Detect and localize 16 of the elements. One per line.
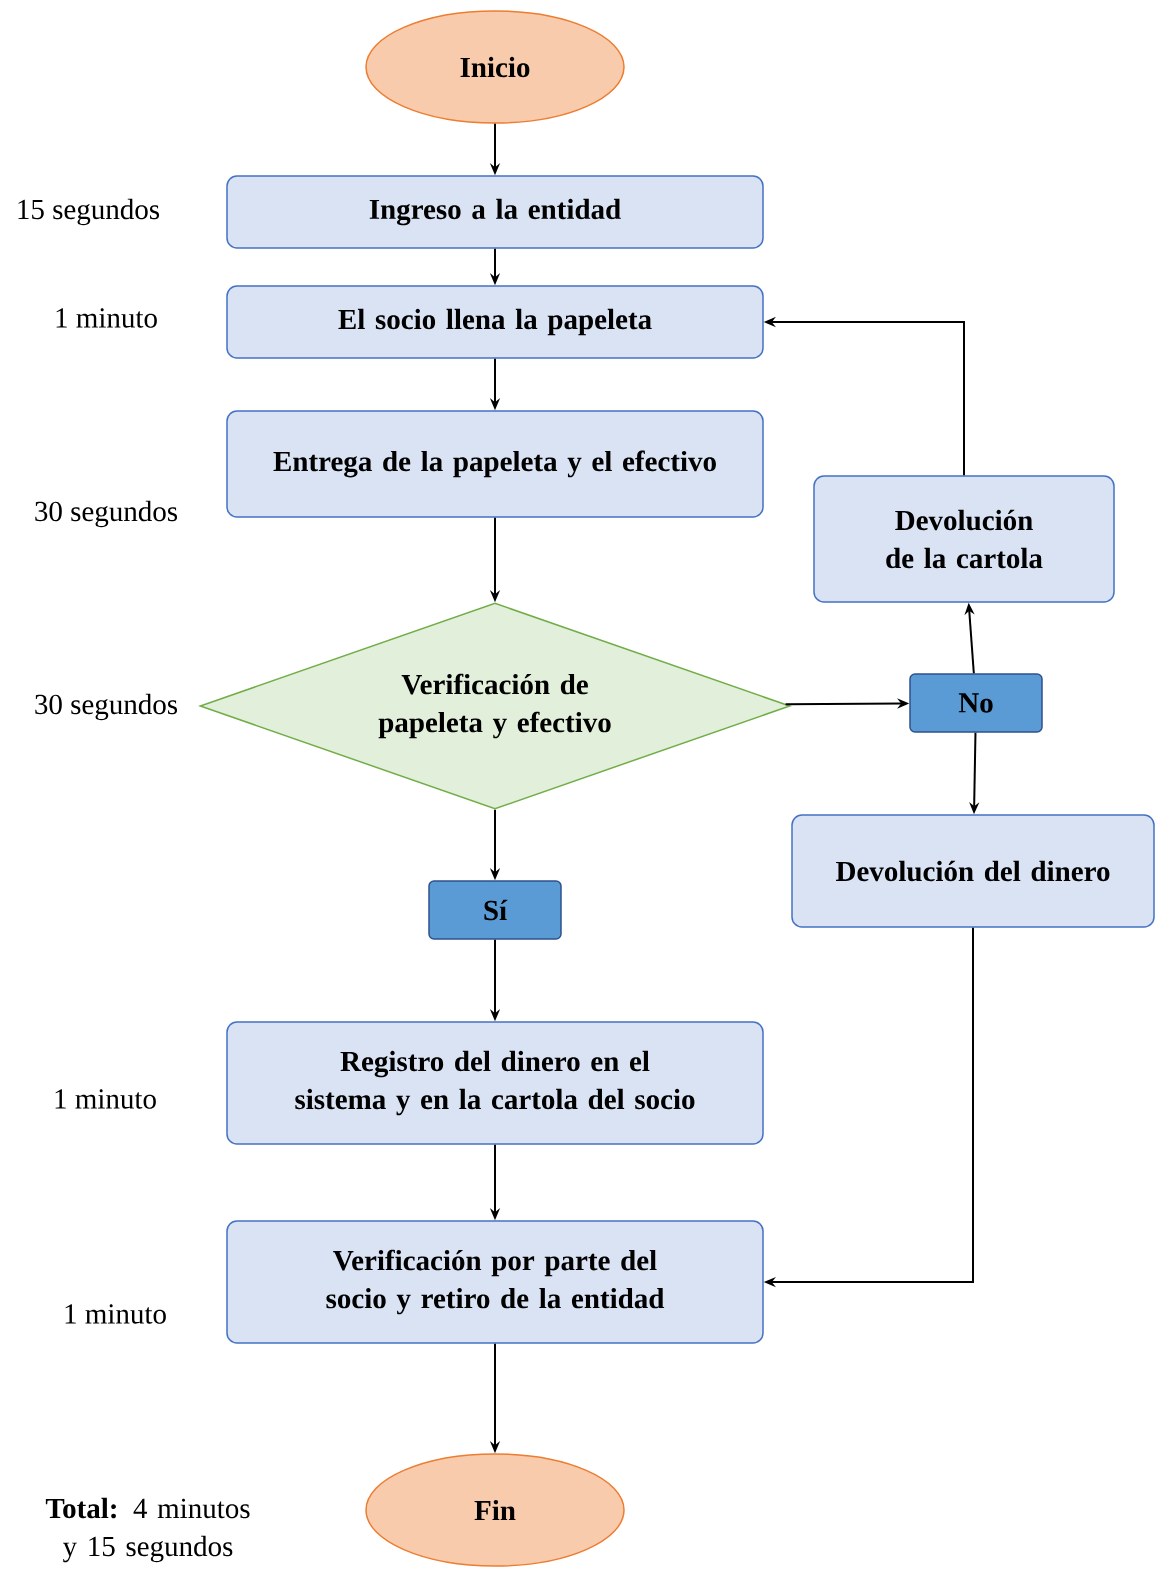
answer-box: Sí: [428, 880, 562, 940]
duration-label: 30 segundos: [35, 500, 178, 528]
duration-label: 30 segundos: [35, 693, 178, 721]
total-note: Total: 4 minutos y 15 segundos: [45, 1497, 250, 1563]
process-box: El socio llena la papeleta: [226, 285, 764, 359]
duration-label: 1 minuto: [55, 1089, 156, 1109]
process-box: Registro del dinero en el sistema y en la cartola del socio: [226, 1021, 764, 1145]
process-box: Devolución del dinero: [791, 814, 1155, 928]
answer-box: No: [909, 673, 1043, 733]
duration-label: 1 minuto: [65, 1304, 166, 1324]
duration-label: 1 minuto: [56, 308, 157, 328]
duration-label: 15 segundos: [18, 198, 160, 226]
process-box: Devolución de la cartola: [813, 475, 1115, 603]
process-box: Ingreso a la entidad: [226, 175, 764, 249]
process-box: Verificación por parte del socio y retiro de la entidad: [226, 1220, 764, 1344]
process-box: Entrega de la papeleta y el efectivo: [226, 410, 764, 518]
